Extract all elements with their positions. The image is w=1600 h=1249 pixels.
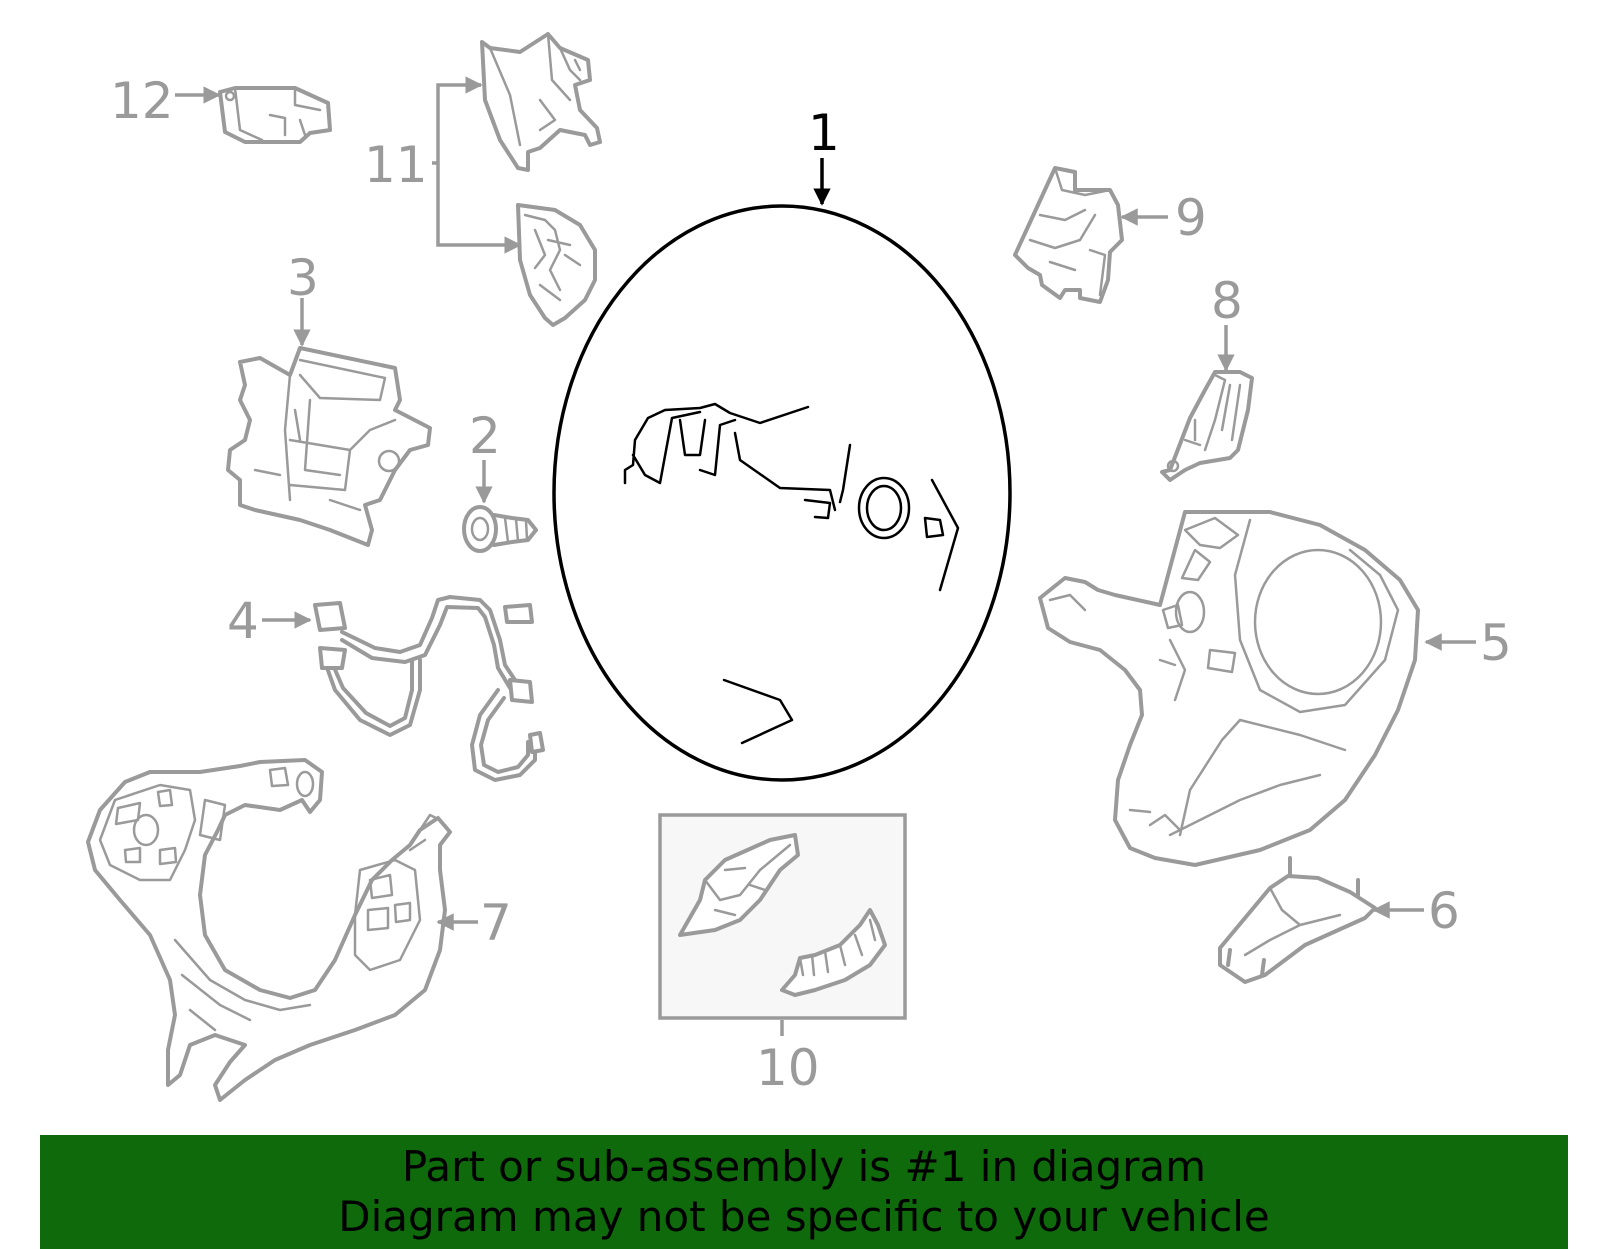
info-banner: Part or sub-assembly is #1 in diagram Di… — [40, 1135, 1568, 1249]
callout-3: 3 — [287, 249, 319, 307]
callout-6: 6 — [1428, 882, 1460, 940]
part-12[interactable] — [218, 86, 332, 144]
leader-11 — [432, 83, 520, 247]
part-6[interactable] — [1218, 856, 1377, 984]
part-8[interactable] — [1160, 370, 1254, 482]
part-10-kit[interactable] — [658, 813, 907, 1020]
callout-7: 7 — [480, 894, 512, 952]
callout-10: 10 — [756, 1039, 820, 1097]
part-9[interactable] — [1013, 166, 1124, 304]
banner-line-2: Diagram may not be specific to your vehi… — [338, 1192, 1270, 1241]
part-7[interactable] — [86, 758, 452, 1102]
part-11[interactable] — [480, 32, 602, 327]
part-3[interactable] — [226, 346, 432, 547]
callout-9: 9 — [1175, 189, 1207, 247]
callout-4: 4 — [227, 592, 259, 650]
callout-12: 12 — [110, 72, 174, 130]
part-1-airbag[interactable] — [552, 204, 1012, 782]
callout-1: 1 — [808, 104, 840, 162]
banner-line-1: Part or sub-assembly is #1 in diagram — [401, 1142, 1207, 1191]
callout-11: 11 — [364, 136, 428, 194]
part-2-bolt[interactable] — [462, 505, 538, 553]
callout-8: 8 — [1211, 272, 1243, 330]
callout-2: 2 — [469, 407, 501, 465]
part-4-wire-harness[interactable] — [313, 595, 545, 782]
part-5[interactable] — [1038, 510, 1420, 867]
callout-5: 5 — [1480, 614, 1512, 672]
